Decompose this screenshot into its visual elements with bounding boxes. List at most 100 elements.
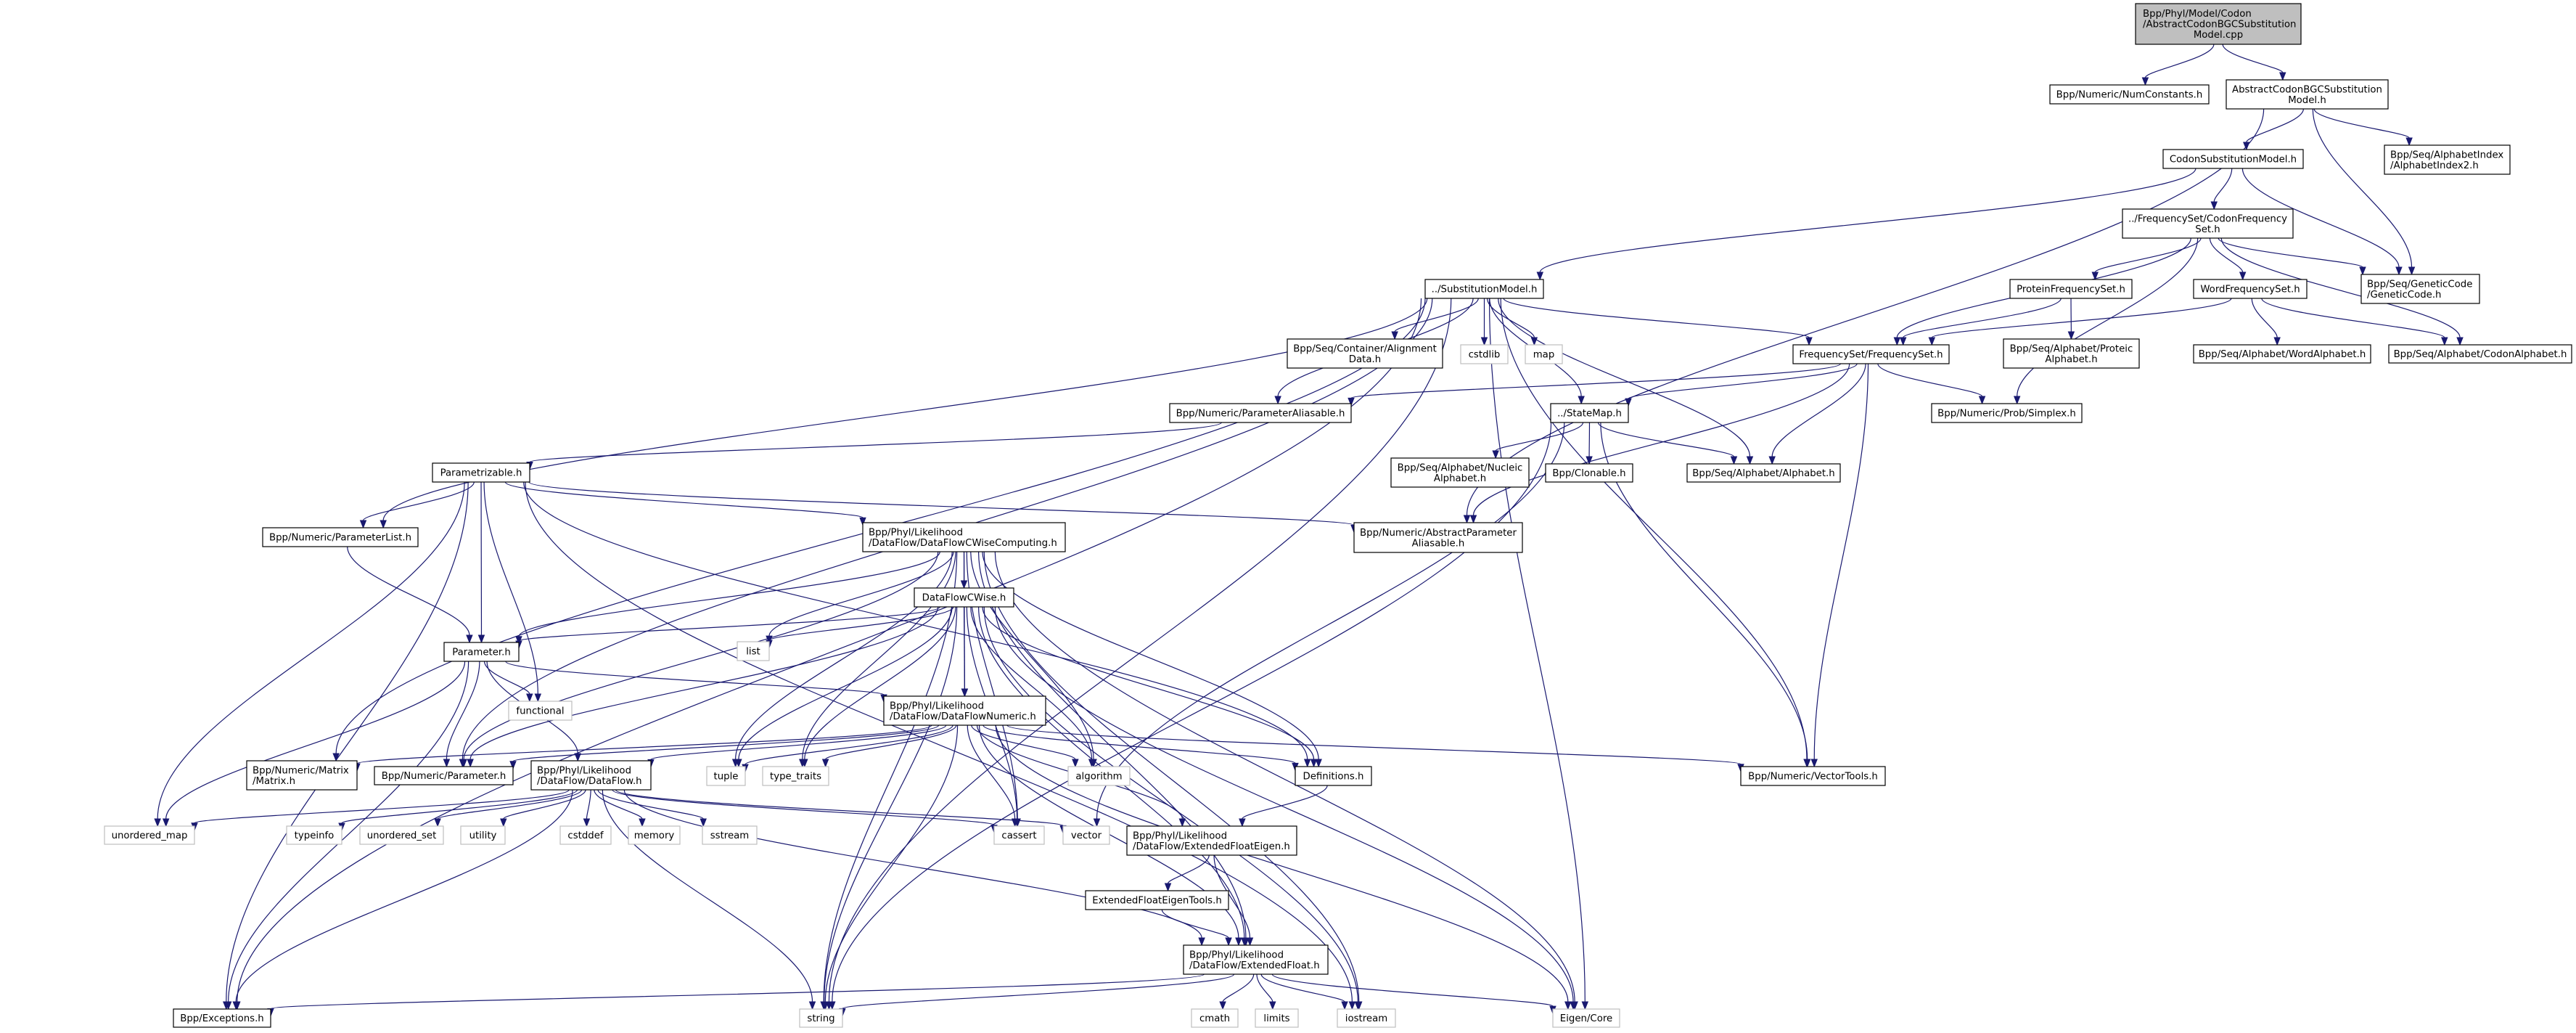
node-box <box>1550 403 1629 423</box>
node-box <box>883 695 1046 726</box>
arrowhead-icon <box>1469 515 1477 524</box>
node-clonable[interactable]: Bpp/Clonable.h <box>1545 463 1633 483</box>
node-label: /DataFlow/DataFlow.h <box>537 776 642 787</box>
edge-statemap-to-string <box>829 422 1552 1010</box>
arrowhead-icon <box>2210 201 2218 211</box>
edge-parameter-to-numparameter <box>443 661 480 768</box>
arrowhead-icon <box>1625 398 1632 407</box>
node-box <box>374 766 514 785</box>
node-extfloateigen[interactable]: Bpp/Phyl/Likelihood/DataFlow/ExtendedFlo… <box>1126 825 1297 856</box>
edge-substmodel-to-freqset <box>1503 298 1813 346</box>
edge-extfloat-to-limits <box>1256 973 1276 1010</box>
edge-codonsubst-to-substmodel <box>1536 168 2196 281</box>
node-dfcwisecomputing[interactable]: Bpp/Phyl/Likelihood/DataFlow/DataFlowCWi… <box>862 522 1066 552</box>
node-limits: limits <box>1255 1008 1299 1028</box>
edge-proteinfreq-to-freqset <box>1899 298 2062 346</box>
arrowhead-icon <box>1315 759 1322 768</box>
node-numconstants[interactable]: Bpp/Numeric/NumConstants.h <box>2049 84 2210 105</box>
arrowhead-icon <box>1274 396 1281 405</box>
node-box <box>1424 279 1544 299</box>
node-list: list <box>737 641 770 661</box>
edge-paramlist-to-parameter <box>347 546 473 644</box>
node-extfloateigentools[interactable]: ExtendedFloatEigenTools.h <box>1085 890 1229 910</box>
node-simplex[interactable]: Bpp/Numeric/Prob/Simplex.h <box>1931 403 2083 423</box>
edge-line <box>1495 422 1584 452</box>
edge-line <box>978 551 1247 939</box>
node-substmodel[interactable]: ../SubstitutionModel.h <box>1424 279 1544 299</box>
node-label: Bpp/Numeric/Parameter.h <box>382 771 506 782</box>
arrowhead-icon <box>1310 759 1318 768</box>
node-numparameter[interactable]: Bpp/Numeric/Parameter.h <box>374 766 514 785</box>
node-proteinfreq[interactable]: ProteinFrequencySet.h <box>2009 279 2133 299</box>
node-dataflow[interactable]: Bpp/Phyl/Likelihood/DataFlow/DataFlow.h <box>530 760 652 791</box>
node-label: /Matrix.h <box>253 776 295 787</box>
node-label: Data.h <box>1349 354 1381 365</box>
edge-wordfreq-to-freqset <box>1928 298 2232 346</box>
node-label: Bpp/Seq/AlphabetIndex <box>2390 150 2503 160</box>
edge-line <box>505 661 885 695</box>
arrowhead-icon <box>1198 937 1205 947</box>
node-root[interactable]: Bpp/Phyl/Model/Codon/AbstractCodonBGCSub… <box>2135 3 2302 45</box>
node-label: Bpp/Numeric/Matrix <box>253 765 349 776</box>
node-extfloat[interactable]: Bpp/Phyl/Likelihood/DataFlow/ExtendedFlo… <box>1183 944 1329 975</box>
edge-dfcwise-to-eigencore <box>994 606 1577 1010</box>
node-dfnumeric[interactable]: Bpp/Phyl/Likelihood/DataFlow/DataFlowNum… <box>883 695 1046 726</box>
node-label: CodonSubstitutionModel.h <box>2170 155 2297 166</box>
node-label: Model.h <box>2288 95 2326 106</box>
node-wordalpha[interactable]: Bpp/Seq/Alphabet/WordAlphabet.h <box>2193 344 2371 364</box>
node-matrix[interactable]: Bpp/Numeric/Matrix/Matrix.h <box>246 760 358 791</box>
node-label: Bpp/Phyl/Likelihood <box>1189 950 1284 960</box>
node-vectortools[interactable]: Bpp/Numeric/VectorTools.h <box>1740 766 1886 786</box>
node-paramlist[interactable]: Bpp/Numeric/ParameterList.h <box>262 527 419 547</box>
node-parameter[interactable]: Parameter.h <box>443 642 520 662</box>
node-codonalpha[interactable]: Bpp/Seq/Alphabet/CodonAlphabet.h <box>2388 344 2572 364</box>
arrowhead-icon <box>477 634 485 644</box>
node-statemap[interactable]: ../StateMap.h <box>1550 403 1629 423</box>
edge-line <box>529 422 1222 463</box>
node-tuple: tuple <box>706 766 746 786</box>
edge-line <box>512 724 940 762</box>
edge-dataflow-to-sstream <box>597 789 707 828</box>
node-box <box>1169 403 1352 423</box>
node-wordfreq[interactable]: WordFrequencySet.h <box>2193 279 2308 299</box>
node-label: list <box>746 647 760 658</box>
node-definitions[interactable]: Definitions.h <box>1295 766 1372 786</box>
node-codonsubst[interactable]: CodonSubstitutionModel.h <box>2162 149 2304 169</box>
arrowhead-icon <box>2067 331 2075 340</box>
arrowhead-icon <box>859 517 866 526</box>
node-label: Bpp/Seq/Alphabet/WordAlphabet.h <box>2199 349 2366 360</box>
edge-line <box>347 546 470 636</box>
edge-line <box>2213 168 2233 203</box>
edge-line <box>602 789 813 1003</box>
edge-freqset-to-statemap <box>1625 363 1858 407</box>
arrowhead-icon <box>1219 1001 1226 1010</box>
node-box <box>1740 766 1886 786</box>
node-label: Alphabet.h <box>1434 473 1486 484</box>
node-paramaliasable[interactable]: Bpp/Numeric/ParameterAliasable.h <box>1169 403 1352 423</box>
edge-substmodel-to-aligndata <box>1391 298 1479 340</box>
node-freqset[interactable]: FrequencySet/FrequencySet.h <box>1792 344 1950 364</box>
edge-line <box>446 661 480 760</box>
node-parametrizable[interactable]: Parametrizable.h <box>432 462 530 483</box>
node-alphaidx2[interactable]: Bpp/Seq/AlphabetIndex/AlphabetIndex2.h <box>2384 144 2511 175</box>
node-label: Bpp/Numeric/AbstractParameter <box>1360 528 1517 539</box>
node-box <box>2193 344 2371 364</box>
node-geneticcode[interactable]: Bpp/Seq/GeneticCode/GeneticCode.h <box>2360 274 2480 304</box>
edge-dfcwise-to-tuple <box>735 606 953 768</box>
node-label: ExtendedFloatEigenTools.h <box>1092 896 1222 907</box>
arrowhead-icon <box>821 759 829 768</box>
node-dfcwise[interactable]: DataFlowCWise.h <box>914 587 1014 608</box>
edge-line <box>1394 298 1479 332</box>
node-exceptions[interactable]: Bpp/Exceptions.h <box>173 1008 271 1028</box>
arrowhead-icon <box>1586 456 1593 465</box>
node-alphabet[interactable]: Bpp/Seq/Alphabet/Alphabet.h <box>1686 463 1841 483</box>
node-label: DataFlowCWise.h <box>922 593 1006 604</box>
arrowhead-icon <box>1581 1001 1589 1010</box>
node-label: cmath <box>1199 1013 1230 1024</box>
